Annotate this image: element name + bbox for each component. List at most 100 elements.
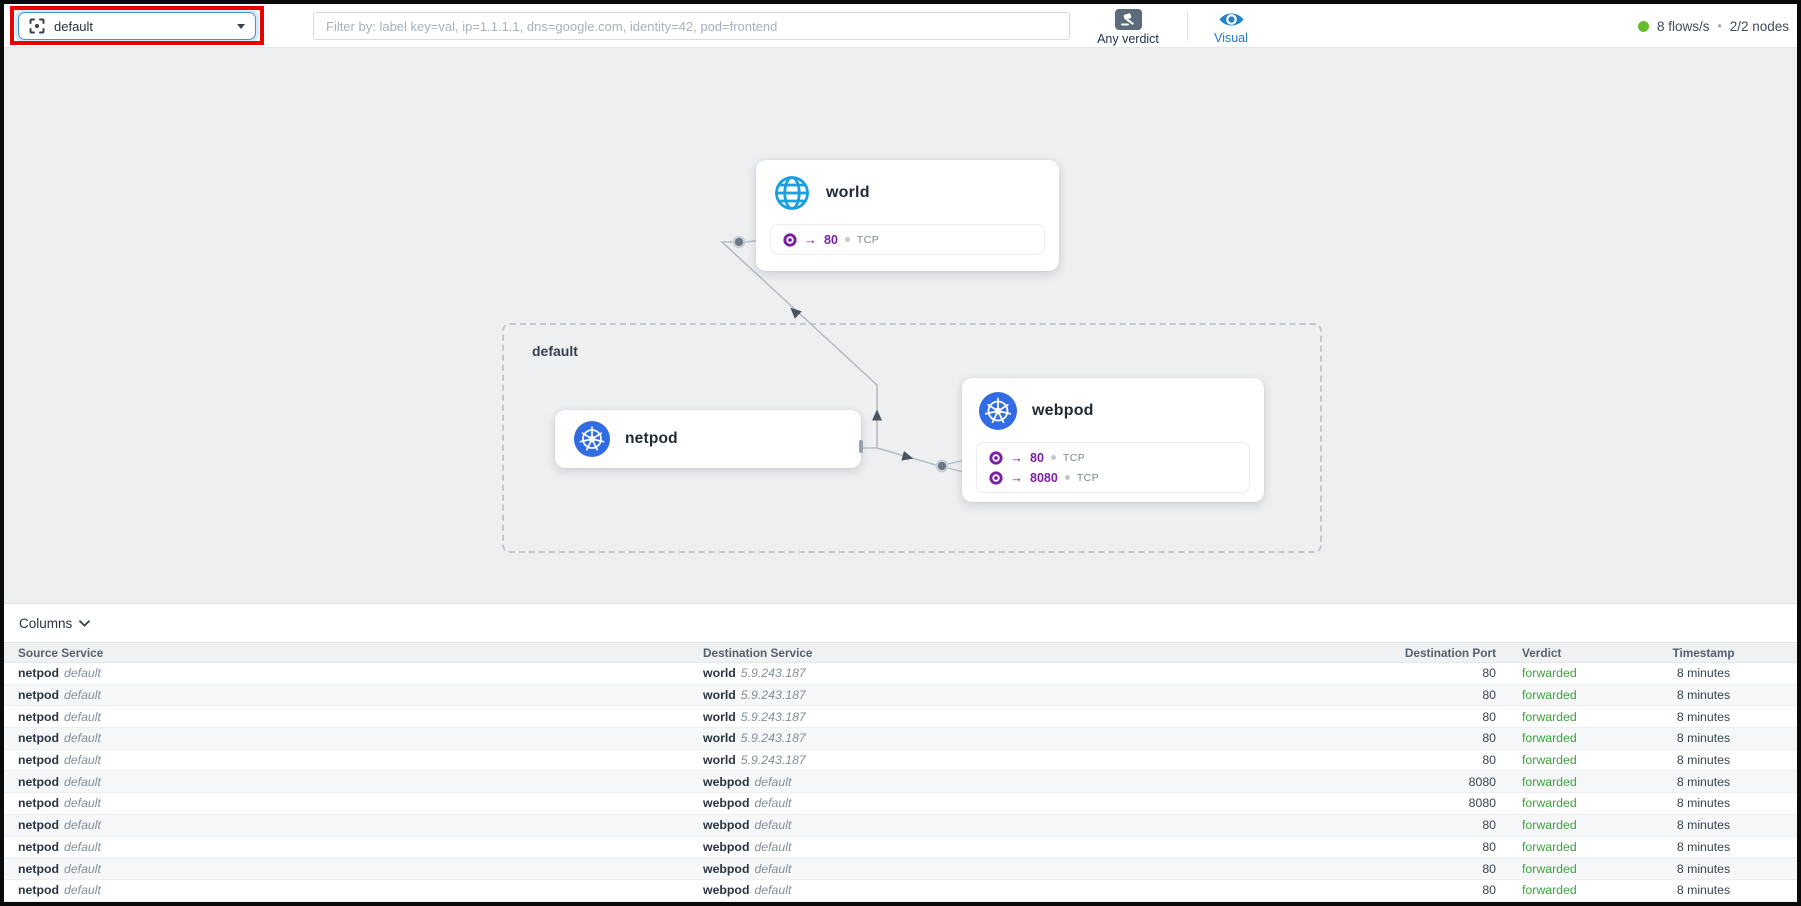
kubernetes-icon [573, 420, 611, 458]
source-service-meta: default [63, 688, 101, 703]
namespace-boundary: default [502, 323, 1322, 553]
destination-port: 8080 [1468, 774, 1496, 789]
service-title: webpod [1032, 402, 1094, 419]
namespace-boundary-label: default [532, 343, 578, 359]
destination-service-name: world [703, 666, 736, 681]
timestamp-value: 8 minutes [1676, 818, 1731, 833]
timestamp-value: 8 minutes [1676, 883, 1731, 898]
timestamp-value: 8 minutes [1676, 666, 1731, 681]
source-service-meta: default [63, 796, 101, 811]
destination-service-name: world [703, 709, 736, 724]
destination-service-meta: 5.9.243.187 [740, 731, 806, 746]
edge-arrow-icon [790, 307, 802, 319]
column-header-port: Destination Port [1404, 645, 1496, 660]
destination-service-name: webpod [703, 861, 750, 876]
verdict-value: forwarded [1522, 839, 1577, 854]
toolbar: default Any verdict Vis [4, 4, 1797, 48]
port-target-icon [783, 232, 797, 247]
destination-service-meta: default [754, 796, 792, 811]
destination-port: 80 [1482, 709, 1496, 724]
source-service-meta: default [63, 839, 101, 854]
verdict-filter-button[interactable]: Any verdict [1082, 7, 1174, 47]
verdict-value: forwarded [1522, 731, 1577, 746]
destination-service-name: world [703, 731, 736, 746]
view-mode-label: Visual [1214, 30, 1248, 45]
verdict-value: forwarded [1522, 861, 1577, 876]
verdict-value: forwarded [1522, 818, 1577, 833]
view-mode-button[interactable]: Visual [1196, 7, 1266, 47]
status-dot-icon [1637, 20, 1649, 32]
toolbar-divider [1187, 11, 1188, 41]
port-protocol: TCP [1062, 451, 1086, 464]
connection-status: 8 flows/s • 2/2 nodes [1637, 4, 1789, 48]
destination-port: 80 [1482, 666, 1496, 681]
source-service-name: netpod [18, 731, 59, 746]
source-service-meta: default [63, 666, 101, 681]
flows-table-body: netpod default world 5.9.243.187 80 forwar… [4, 663, 1797, 902]
port-number: 80 [1030, 450, 1044, 465]
protocol-dot-icon [1050, 455, 1056, 460]
destination-service-meta: 5.9.243.187 [740, 666, 806, 681]
source-service-meta: default [63, 861, 101, 876]
timestamp-value: 8 minutes [1676, 774, 1731, 789]
columns-button[interactable]: Columns [4, 604, 1797, 642]
source-service-name: netpod [18, 753, 59, 768]
timestamp-value: 8 minutes [1676, 753, 1731, 768]
service-title: world [826, 184, 870, 201]
nodes-count: 2/2 nodes [1729, 18, 1789, 34]
source-service-name: netpod [18, 688, 59, 703]
source-service-meta: default [63, 883, 101, 898]
destination-service-meta: default [754, 839, 792, 854]
timestamp-value: 8 minutes [1676, 861, 1731, 876]
destination-service-meta: 5.9.243.187 [740, 688, 806, 703]
timestamp-value: 8 minutes [1676, 688, 1731, 703]
verdict-value: forwarded [1522, 753, 1577, 768]
protocol-dot-icon [1064, 475, 1070, 480]
destination-port: 80 [1482, 688, 1496, 703]
verdict-value: forwarded [1522, 688, 1577, 703]
verdict-value: forwarded [1522, 883, 1577, 898]
source-service-meta: default [63, 818, 101, 833]
destination-service-name: webpod [703, 774, 750, 789]
timestamp-value: 8 minutes [1676, 796, 1731, 811]
verdict-filter-label: Any verdict [1097, 31, 1159, 46]
service-title: netpod [625, 430, 678, 447]
service-card-netpod[interactable]: netpod [555, 410, 863, 468]
namespace-icon [29, 18, 45, 34]
port-number: 80 [824, 232, 838, 247]
destination-port: 80 [1482, 753, 1496, 768]
source-service-name: netpod [18, 839, 59, 854]
destination-service-meta: 5.9.243.187 [740, 709, 806, 724]
destination-port: 80 [1482, 861, 1496, 876]
destination-service-meta: default [754, 883, 792, 898]
flow-filter-input[interactable] [313, 12, 1070, 40]
column-header-source: Source Service [18, 645, 104, 660]
edge-connector-webpod [935, 459, 949, 473]
namespace-selector[interactable]: default [18, 12, 256, 40]
source-service-name: netpod [18, 818, 59, 833]
port-target-icon [989, 470, 1003, 485]
destination-service-name: webpod [703, 839, 750, 854]
timestamp-value: 8 minutes [1676, 731, 1731, 746]
verdict-value: forwarded [1522, 709, 1577, 724]
destination-port: 80 [1482, 818, 1496, 833]
port-protocol: TCP [856, 233, 880, 246]
service-map: default [4, 48, 1797, 603]
destination-port: 80 [1482, 883, 1496, 898]
